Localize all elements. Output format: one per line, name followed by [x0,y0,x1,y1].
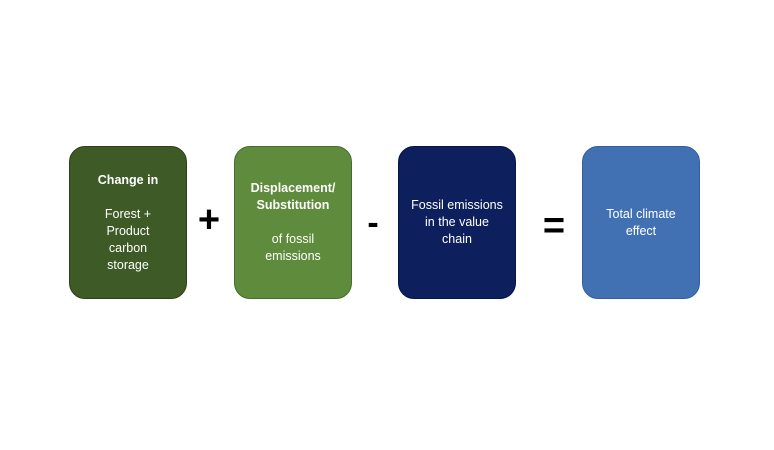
minus-operator: - [367,204,379,242]
box-text-line: carbon [108,240,148,255]
box-text-line: Product [106,223,150,238]
box-text-line: of fossil [271,232,315,246]
box-text-line: in the value [425,215,489,229]
box-heading: Change in [97,172,159,187]
box-fossil-emissions: Fossil emissions in the value chain [398,146,516,299]
box-displacement-substitution: Displacement/ Substitution of fossil emi… [234,146,352,299]
box-text-line: chain [442,232,472,246]
plus-operator: + [197,199,221,241]
box-heading: Displacement/ [250,181,336,195]
box-total-climate-effect: Total climate effect [582,146,700,299]
box-text-line: effect [625,223,657,238]
box-text-line: Total climate [606,206,676,221]
equals-operator: = [542,205,566,247]
box-text-line: Forest + [104,206,152,221]
box-text-line: Fossil emissions [411,198,503,212]
box-text-line: storage [107,257,149,272]
box-text-line: emissions [265,249,321,263]
box-heading: Substitution [256,198,330,212]
box-change-in-carbon-storage: Change in Forest + Product carbon storag… [69,146,187,299]
